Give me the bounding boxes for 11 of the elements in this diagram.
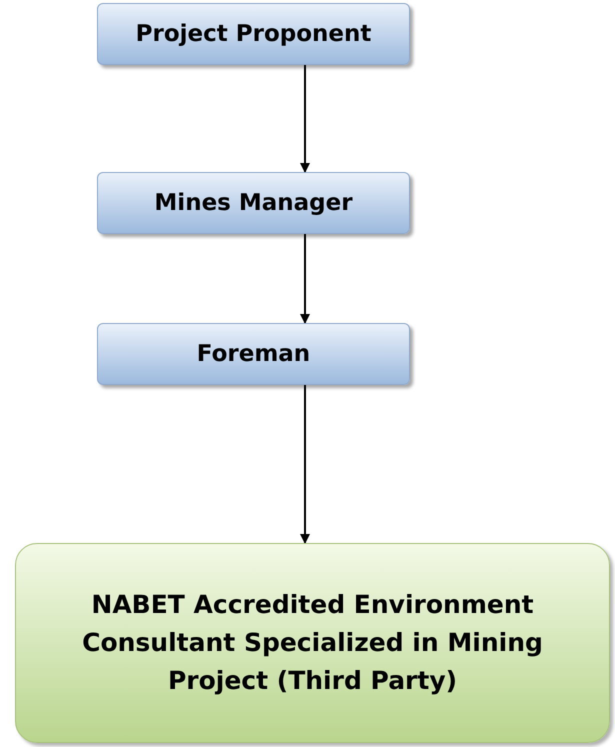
process-box bbox=[97, 3, 410, 65]
node-label: NABET Accredited Environment Consultant Specialized in Mining Project (Third Party) bbox=[81, 589, 544, 697]
node-label: Project Proponent bbox=[136, 20, 372, 49]
process-box bbox=[97, 172, 410, 234]
process-box bbox=[97, 323, 410, 385]
arrow bbox=[300, 234, 310, 324]
node-label: Foreman bbox=[196, 340, 310, 369]
node-label: Mines Manager bbox=[154, 188, 353, 218]
rounded-box bbox=[15, 543, 610, 743]
arrow bbox=[300, 65, 310, 173]
arrow bbox=[300, 385, 310, 544]
